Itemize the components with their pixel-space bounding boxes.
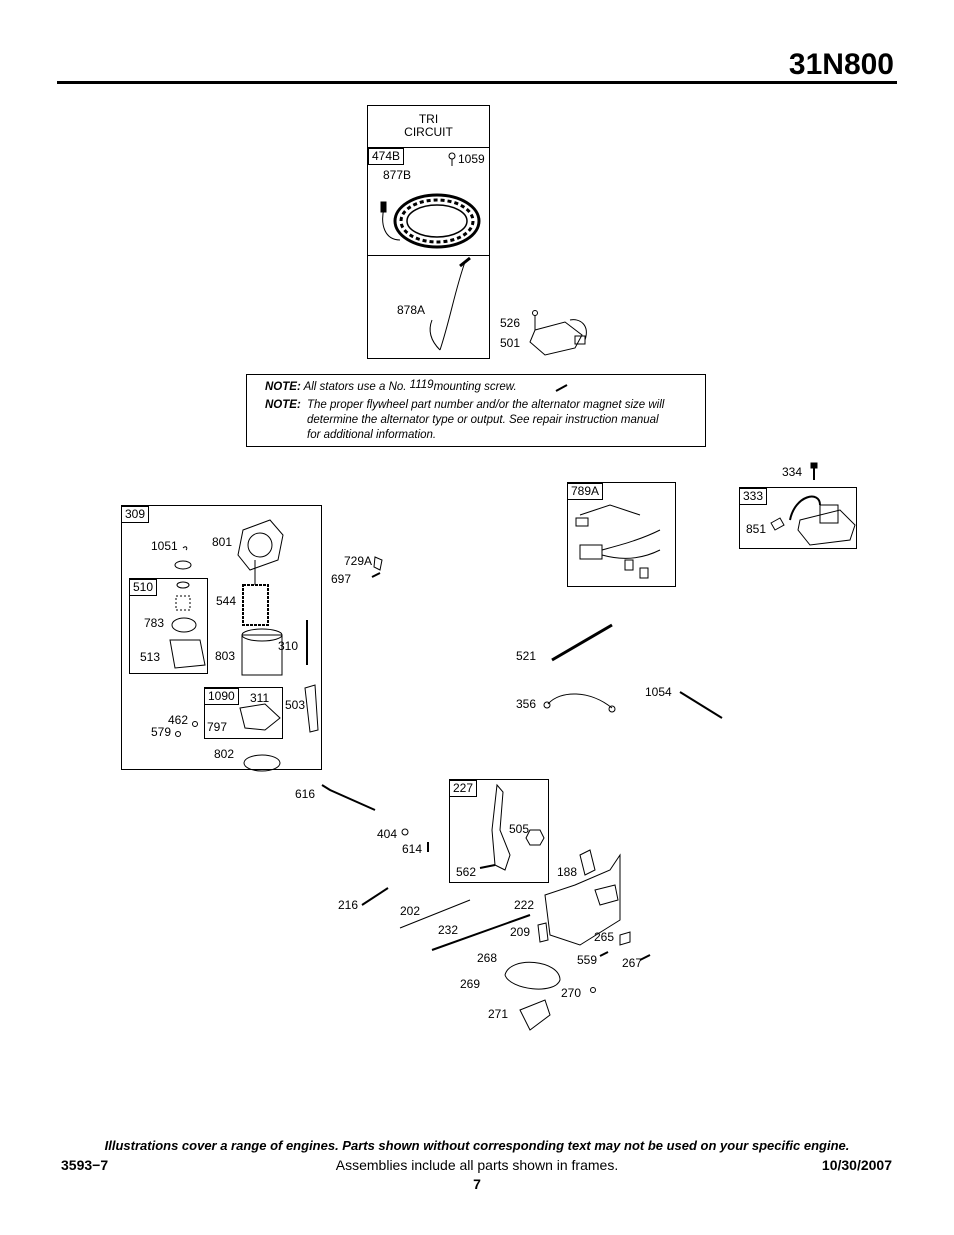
note-1-text-a: All stators use a No. [303, 381, 407, 393]
lever-227-drawing [479, 783, 545, 871]
frame-510 [129, 578, 208, 674]
note-box: NOTE: All stators use a No. 1119mounting… [246, 374, 706, 447]
label-697: 697 [331, 572, 352, 586]
label-797: 797 [207, 720, 228, 734]
clip-404-drawing [401, 828, 429, 852]
label-614: 614 [402, 842, 423, 856]
label-1054: 1054 [645, 685, 672, 699]
rod-521-drawing [551, 623, 613, 662]
note-1-text-b: mounting screw. [433, 381, 517, 393]
label-202: 202 [400, 904, 421, 918]
label-503: 503 [285, 698, 306, 712]
tri-circuit-line2: CIRCUIT [404, 125, 453, 139]
cable-268-drawing [504, 961, 596, 1031]
label-268: 268 [477, 951, 498, 965]
footer-date: 10/30/2007 [821, 1157, 892, 1173]
ignition-coil-333-drawing [770, 495, 856, 546]
label-1051: 1051 [151, 539, 178, 553]
control-bracket-drawing [537, 849, 651, 961]
note-2-prefix: NOTE: [265, 399, 301, 411]
frame-tag-227: 227 [449, 780, 478, 797]
linkages-drawing [361, 887, 531, 951]
frame-tag-333: 333 [739, 488, 768, 505]
frame-789A [567, 482, 676, 587]
footer-doc-number: 3593−7 [61, 1157, 109, 1173]
label-501: 501 [500, 336, 521, 350]
label-462: 462 [168, 713, 189, 727]
frame-tag-789A: 789A [567, 483, 604, 500]
note-1-part: 1119 [409, 379, 434, 391]
label-616: 616 [295, 787, 316, 801]
label-505: 505 [509, 822, 530, 836]
label-783: 783 [144, 616, 165, 630]
tie-1054-drawing [679, 691, 723, 719]
label-802: 802 [214, 747, 235, 761]
note-2-line3: for additional information. [307, 429, 437, 441]
frame-878A [367, 255, 490, 359]
label-209: 209 [510, 925, 531, 939]
label-803: 803 [215, 649, 236, 663]
stator-877B-drawing [380, 193, 481, 249]
footer-disclaimer: Illustrations cover a range of engines. … [104, 1138, 850, 1153]
harness-789A-drawing [575, 504, 661, 579]
label-334: 334 [782, 465, 803, 479]
label-311: 311 [250, 691, 270, 705]
label-267: 267 [622, 956, 643, 970]
terminal-729A-drawing [371, 556, 383, 578]
frame-333 [739, 487, 857, 549]
label-729A: 729A [344, 554, 373, 568]
label-222: 222 [514, 898, 535, 912]
label-801: 801 [212, 535, 233, 549]
label-356: 356 [516, 697, 537, 711]
label-270: 270 [561, 986, 582, 1000]
frame-tag-1090: 1090 [204, 688, 239, 705]
note-1: NOTE: All stators use a No. 1119mounting… [265, 379, 517, 393]
label-232: 232 [438, 923, 459, 937]
label-877B: 877B [383, 168, 412, 182]
label-562: 562 [456, 865, 477, 879]
label-271: 271 [488, 1007, 509, 1021]
label-513: 513 [140, 650, 161, 664]
rectifier-501-drawing [529, 310, 587, 356]
wire-878A-drawing [429, 256, 471, 351]
label-216: 216 [338, 898, 359, 912]
screw-334-drawing [810, 462, 818, 480]
note-2-line1: The proper flywheel part number and/or t… [307, 399, 665, 411]
frame-tag-474B: 474B [368, 148, 405, 165]
note-2-line2: determine the alternator type or output.… [307, 414, 659, 426]
label-526: 526 [500, 316, 521, 330]
label-521: 521 [516, 649, 537, 663]
screw-1059-drawing [448, 152, 456, 166]
frame-227 [449, 779, 549, 883]
label-851: 851 [746, 522, 767, 536]
note-1-prefix: NOTE: [265, 381, 301, 393]
frame-1090 [204, 687, 283, 739]
label-559: 559 [577, 953, 598, 967]
note-screw-drawing [555, 384, 568, 392]
starter-309-drawing [169, 519, 319, 772]
wire-356-drawing [543, 693, 616, 713]
label-188: 188 [557, 865, 578, 879]
tri-circuit-line1: TRI [418, 112, 439, 126]
header-rule [57, 81, 897, 84]
label-1059: 1059 [458, 152, 485, 166]
label-265: 265 [594, 930, 615, 944]
label-404: 404 [377, 827, 398, 841]
model-number: 31N800 [788, 48, 894, 81]
frame-tag-309: 309 [121, 506, 150, 523]
footer-assemblies-note: Assemblies include all parts shown in fr… [335, 1157, 619, 1173]
label-310: 310 [278, 639, 299, 653]
label-878A: 878A [397, 303, 426, 317]
label-544: 544 [216, 594, 237, 608]
label-269: 269 [460, 977, 481, 991]
page-number: 7 [473, 1176, 481, 1192]
frame-tag-510: 510 [129, 579, 158, 596]
rod-616-drawing [321, 784, 376, 811]
label-579: 579 [151, 725, 172, 739]
frame-309 [121, 505, 322, 770]
